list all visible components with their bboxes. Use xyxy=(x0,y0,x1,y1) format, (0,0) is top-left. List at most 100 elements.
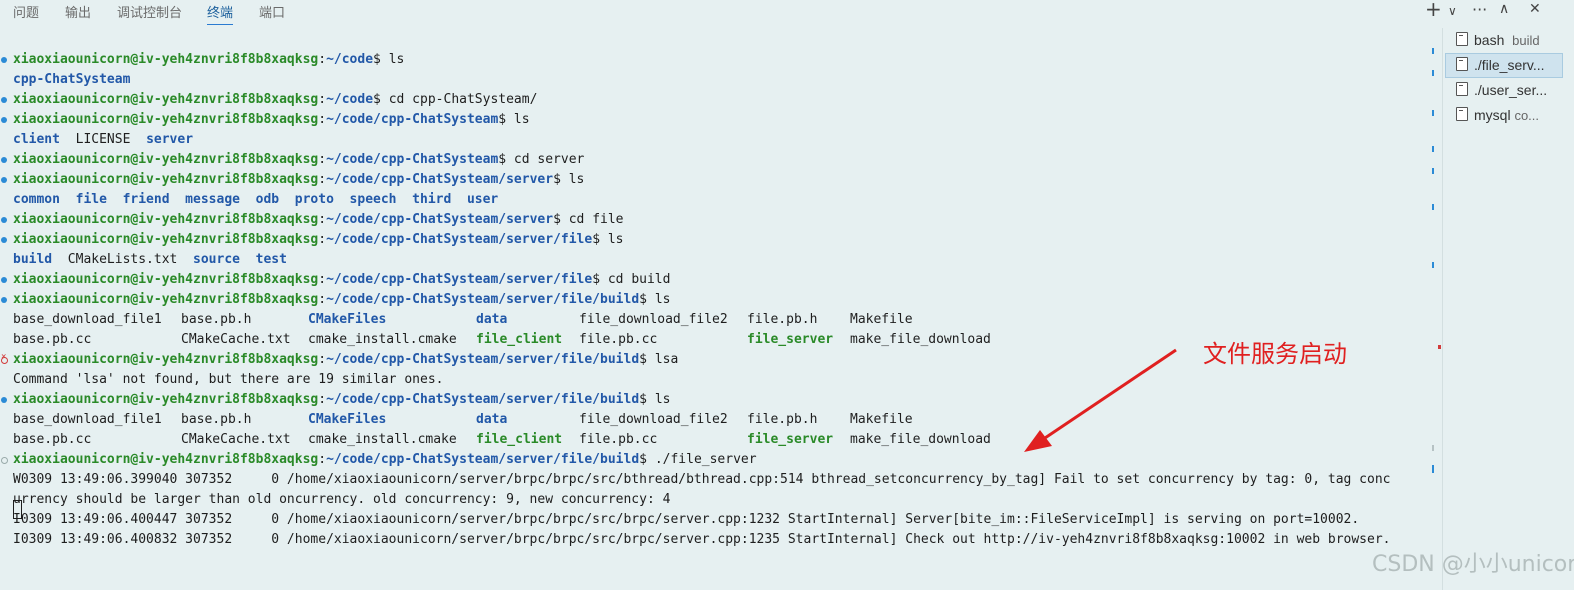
split-icon[interactable]: ∨ xyxy=(1448,4,1457,18)
command-decoration[interactable] xyxy=(1,397,7,403)
prompt-line: xiaoxiaounicorn@iv-yeh4znvri8f8b8xaqksg:… xyxy=(13,110,530,130)
command-decoration[interactable] xyxy=(1,57,7,63)
arrow-head xyxy=(1024,430,1052,452)
file-entry: CMakeCache.txt xyxy=(181,332,291,347)
chevron-up-icon[interactable]: ∧ xyxy=(1499,1,1510,17)
annotation-label: 文件服务启动 xyxy=(1203,340,1347,368)
file-entry: base.pb.h xyxy=(181,412,252,427)
output-line: W0309 13:49:06.399040 307352 0 /home/xia… xyxy=(13,470,1391,490)
prompt-symbol: $ xyxy=(553,212,569,227)
prompt-path: ~/code/cpp-ChatSysteam/server/file xyxy=(326,232,593,247)
command-decoration[interactable] xyxy=(1,97,7,103)
prompt-symbol: $ xyxy=(553,172,569,187)
prompt-line: xiaoxiaounicorn@iv-yeh4znvri8f8b8xaqksg:… xyxy=(13,350,678,370)
command-decoration[interactable] xyxy=(1,237,7,243)
command-decoration[interactable] xyxy=(1,217,7,223)
command-decoration[interactable] xyxy=(1,157,7,163)
command-text: cd server xyxy=(513,152,585,167)
file-entry: file_client xyxy=(476,332,563,347)
output-text: Command 'lsa' not found, but there are 1… xyxy=(13,372,444,387)
prompt-symbol: $ xyxy=(498,112,514,127)
prompt-user: xiaoxiaounicorn@iv-yeh4znvri8f8b8xaqksg xyxy=(13,212,319,227)
prompt-line: xiaoxiaounicorn@iv-yeh4znvri8f8b8xaqksg:… xyxy=(13,390,670,410)
tab-ports[interactable]: 端口 xyxy=(259,6,286,21)
output-line: client LICENSE server xyxy=(13,130,193,150)
terminal-item-file-server[interactable]: ./file_serv... xyxy=(1445,53,1563,78)
command-text: cd build xyxy=(607,272,671,287)
prompt-user: xiaoxiaounicorn@iv-yeh4znvri8f8b8xaqksg xyxy=(13,232,319,247)
prompt-separator: : xyxy=(318,152,327,167)
terminal-icon xyxy=(1456,82,1468,96)
terminal-icon xyxy=(1456,57,1468,71)
output-line: Command 'lsa' not found, but there are 1… xyxy=(13,370,443,390)
tab-problems[interactable]: 问题 xyxy=(13,6,40,21)
prompt-user: xiaoxiaounicorn@iv-yeh4znvri8f8b8xaqksg xyxy=(13,52,319,67)
command-decoration[interactable] xyxy=(1,177,7,183)
file-entry: Makefile xyxy=(850,312,913,327)
prompt-path: ~/code/cpp-ChatSysteam/server/file xyxy=(326,272,593,287)
terminal-item-bash[interactable]: bash build xyxy=(1446,29,1562,52)
prompt-user: xiaoxiaounicorn@iv-yeh4znvri8f8b8xaqksg xyxy=(13,92,319,107)
terminal-scrollbar[interactable] xyxy=(1428,40,1441,580)
command-decoration[interactable] xyxy=(1,277,7,283)
file-entry: cmake_install.cmake xyxy=(308,332,457,347)
output-part: client xyxy=(13,132,60,147)
command-decoration[interactable] xyxy=(1,117,7,123)
file-entry: file_server xyxy=(747,332,834,347)
file-entry: base_download_file1 xyxy=(13,312,162,327)
scroll-marker xyxy=(1432,465,1434,473)
output-line: common file friend message odb proto spe… xyxy=(13,190,498,210)
prompt-separator: : xyxy=(318,352,327,367)
terminal-item-user-server[interactable]: ./user_ser... xyxy=(1446,79,1562,102)
tab-output[interactable]: 输出 xyxy=(65,6,92,21)
file-entry: data xyxy=(476,312,508,327)
command-text: ls xyxy=(513,112,530,127)
prompt-separator: : xyxy=(318,92,327,107)
prompt-path: ~/code/cpp-ChatSysteam xyxy=(326,152,499,167)
file-entry: base_download_file1 xyxy=(13,412,162,427)
command-decoration[interactable] xyxy=(1,297,7,303)
output-part: test xyxy=(255,252,287,267)
file-entry: base.pb.h xyxy=(181,312,252,327)
file-entry: cmake_install.cmake xyxy=(308,432,457,447)
tab-debug-console[interactable]: 调试控制台 xyxy=(117,6,183,21)
prompt-line: xiaoxiaounicorn@iv-yeh4znvri8f8b8xaqksg:… xyxy=(13,170,584,190)
tab-terminal[interactable]: 终端 xyxy=(207,2,234,25)
output-part: LICENSE xyxy=(59,132,147,147)
command-text: ls xyxy=(388,52,405,67)
close-icon[interactable]: ✕ xyxy=(1529,1,1541,17)
command-text: ./file_server xyxy=(654,452,757,467)
prompt-symbol: $ xyxy=(639,392,655,407)
prompt-separator: : xyxy=(318,172,327,187)
command-error-decoration[interactable] xyxy=(1,352,8,364)
scroll-marker xyxy=(1432,168,1434,174)
file-entry: base.pb.cc xyxy=(13,332,92,347)
prompt-line: xiaoxiaounicorn@iv-yeh4znvri8f8b8xaqksg:… xyxy=(13,150,584,170)
output-text: I0309 13:49:06.400447 307352 0 /home/xia… xyxy=(13,512,1360,527)
prompt-path: ~/code xyxy=(326,52,374,67)
file-entry: CMakeCache.txt xyxy=(181,432,291,447)
terminal-cursor xyxy=(13,500,22,519)
prompt-user: xiaoxiaounicorn@iv-yeh4znvri8f8b8xaqksg xyxy=(13,452,319,467)
terminal-item-label: bash xyxy=(1474,32,1505,48)
prompt-symbol: $ xyxy=(639,292,655,307)
file-entry: CMakeFiles xyxy=(308,412,387,427)
terminal-item-mysql[interactable]: mysql co... xyxy=(1446,104,1562,127)
terminal-item-label: ./file_serv... xyxy=(1474,57,1545,73)
command-text: ls xyxy=(568,172,585,187)
terminal-output[interactable]: xiaoxiaounicorn@iv-yeh4znvri8f8b8xaqksg:… xyxy=(0,50,1424,590)
prompt-symbol: $ xyxy=(592,232,608,247)
file-entry: file_download_file2 xyxy=(579,312,728,327)
output-part: CMakeLists.txt xyxy=(52,252,194,267)
plus-icon[interactable]: + xyxy=(1425,0,1442,21)
command-decoration[interactable] xyxy=(1,457,8,464)
prompt-path: ~/code/cpp-ChatSysteam xyxy=(326,112,499,127)
prompt-user: xiaoxiaounicorn@iv-yeh4znvri8f8b8xaqksg xyxy=(13,172,319,187)
output-part: server xyxy=(146,132,194,147)
file-entry: base.pb.cc xyxy=(13,432,92,447)
terminal-item-sublabel: co... xyxy=(1514,108,1540,123)
prompt-separator: : xyxy=(318,232,327,247)
terminal-item-label: ./user_ser... xyxy=(1474,82,1548,98)
terminal-item-sublabel: build xyxy=(1512,33,1540,48)
more-icon[interactable]: ··· xyxy=(1472,0,1488,19)
